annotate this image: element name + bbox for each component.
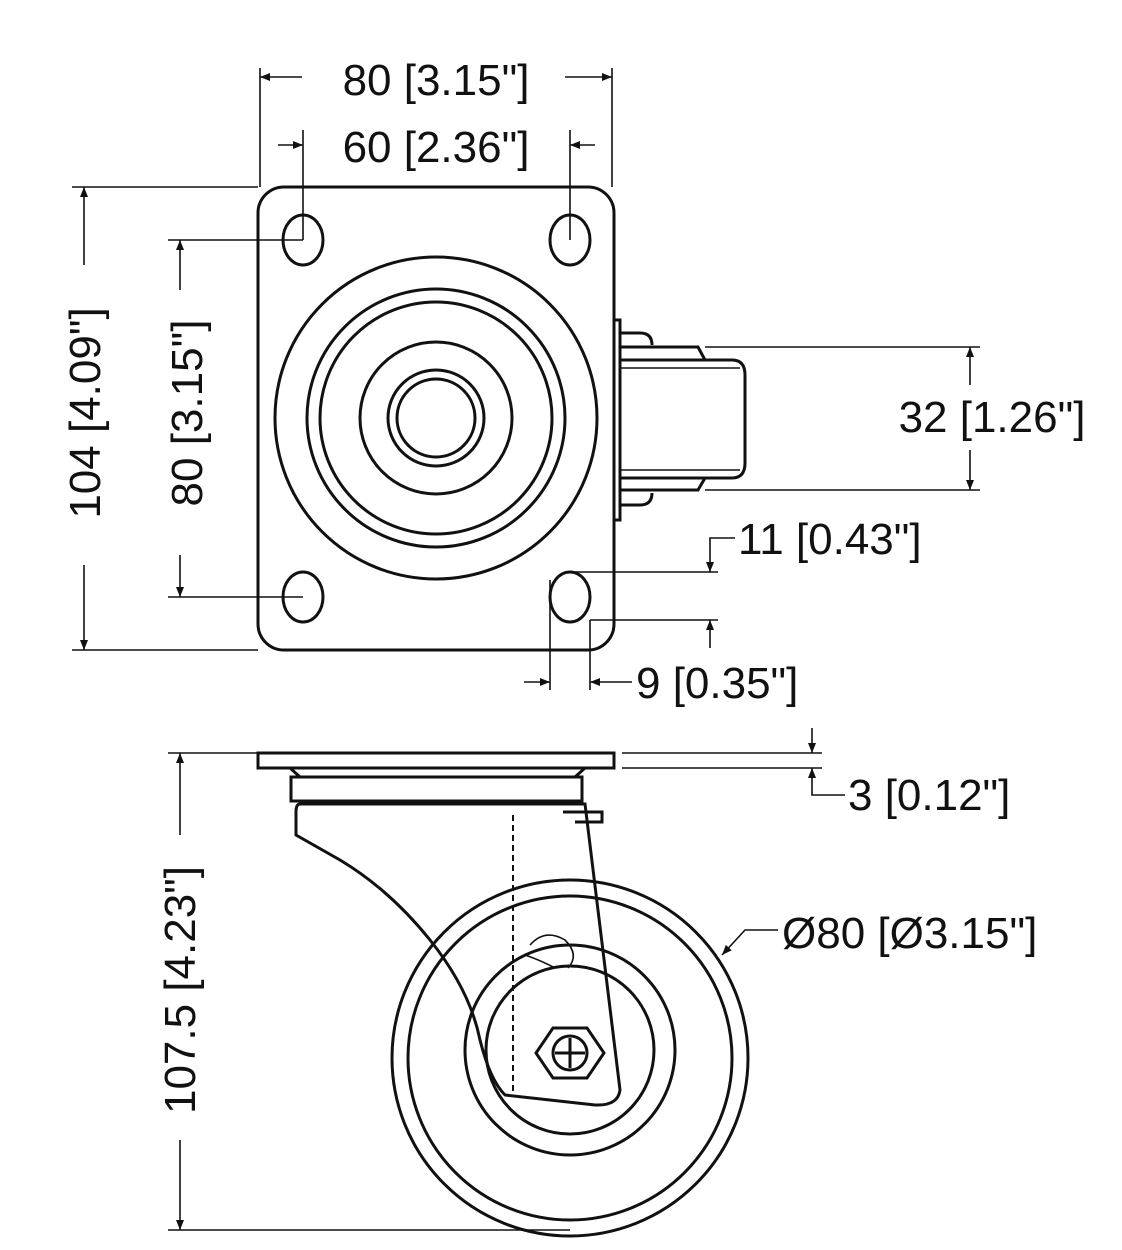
dim-label: 80 [3.15"] xyxy=(163,320,212,507)
dim-hole-spacing-length: 80 [3.15"] xyxy=(163,239,303,598)
mounting-plate xyxy=(256,185,616,652)
dim-wheel-width: 32 [1.26"] xyxy=(705,346,1086,491)
top-view xyxy=(256,185,747,652)
dim-wheel-diameter: Ø80 [Ø3.15"] xyxy=(721,909,1037,958)
swivel-rings xyxy=(273,255,599,581)
dim-label: 11 [0.43"] xyxy=(738,515,922,564)
dim-slot-length: 11 [0.43"] xyxy=(575,515,922,648)
dim-label: Ø80 [Ø3.15"] xyxy=(782,909,1037,958)
swivel-housing xyxy=(289,775,584,803)
bolt-hole-bottom-right xyxy=(548,570,592,624)
dim-hole-spacing-width: 60 [2.36"] xyxy=(278,123,595,240)
dim-plate-length: 104 [4.09"] xyxy=(61,186,258,651)
dim-label: 107.5 [4.23"] xyxy=(156,866,205,1114)
dim-label: 32 [1.26"] xyxy=(899,393,1086,442)
wheel-side-profile xyxy=(614,318,747,522)
dim-label: 60 [2.36"] xyxy=(343,123,530,172)
dim-label: 3 [0.12"] xyxy=(848,771,1010,820)
dim-slot-width: 9 [0.35"] xyxy=(524,580,798,708)
dim-plate-thickness: 3 [0.12"] xyxy=(622,728,1010,820)
side-view xyxy=(256,751,750,1238)
wheel xyxy=(390,878,750,1238)
dim-label: 80 [3.15"] xyxy=(343,56,530,105)
dim-plate-width: 80 [3.15"] xyxy=(259,56,613,187)
top-plate-side xyxy=(256,751,616,770)
axle-nut xyxy=(534,1026,606,1080)
fork-bracket xyxy=(294,802,622,1107)
dim-label: 104 [4.09"] xyxy=(61,307,110,518)
dim-label: 9 [0.35"] xyxy=(636,659,798,708)
dim-overall-height: 107.5 [4.23"] xyxy=(156,752,570,1231)
